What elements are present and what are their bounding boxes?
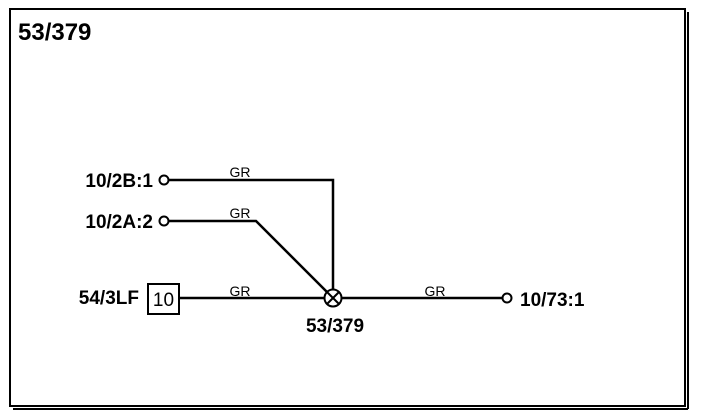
- connector-box-54-3lf: [147, 283, 180, 315]
- wire-color-label-54-3lf: GR: [230, 283, 251, 299]
- wire-color-label-10-73-1: GR: [425, 283, 446, 299]
- connector-pin-10-73-1: [501, 292, 513, 304]
- diagram-title: 53/379: [18, 19, 91, 46]
- connector-label-10-2b-1: 10/2B:1: [85, 171, 153, 192]
- connector-label-10-2a-2: 10/2A:2: [85, 212, 153, 233]
- wire-color-label-10-2a-2: GR: [230, 205, 251, 221]
- wire-color-label-10-2b-1: GR: [230, 164, 251, 180]
- connector-box-value: 10: [153, 290, 174, 311]
- connector-pin-10-2b-1: [158, 174, 170, 186]
- diagram-frame: [9, 8, 686, 407]
- splice-label: 53/379: [306, 316, 364, 337]
- wire-10-2a-2: [169, 219, 334, 299]
- splice-icon: [323, 288, 343, 308]
- connector-pin-10-2a-2: [158, 215, 170, 227]
- wire-10-2b-1: [169, 178, 335, 298]
- connector-label-54-3lf: 54/3LF: [79, 288, 139, 309]
- connector-label-10-73-1: 10/73:1: [520, 290, 585, 311]
